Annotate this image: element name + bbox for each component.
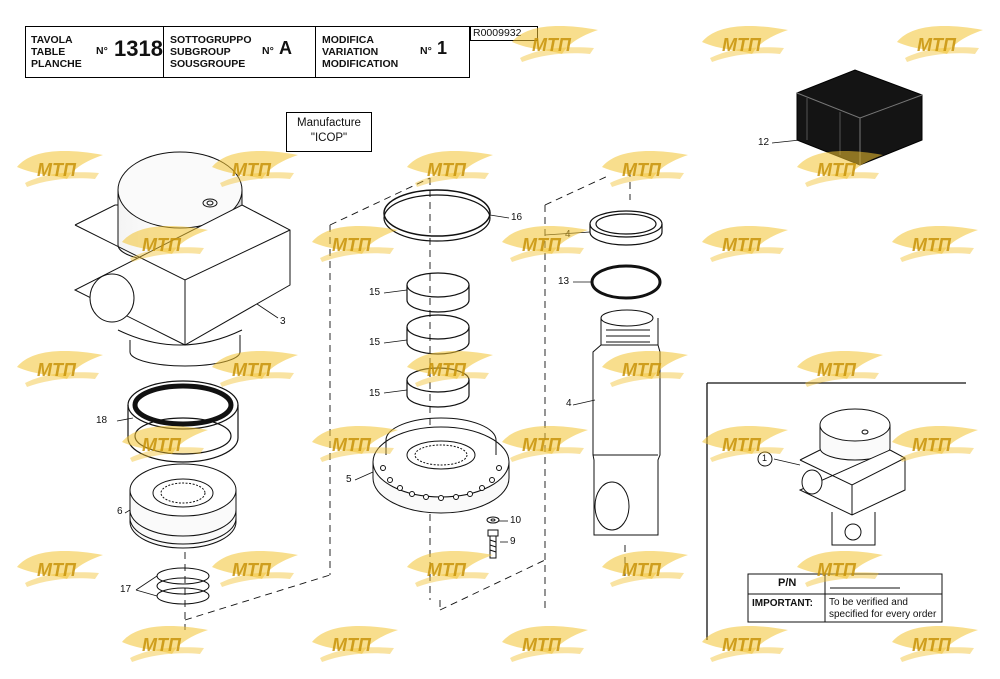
part-13-oring bbox=[590, 264, 662, 300]
subgroup-labels: SOTTOGRUPPO SUBGROUP SOUSGROUPE bbox=[170, 34, 252, 70]
part-16-ring bbox=[383, 189, 491, 242]
callout-17: 17 bbox=[120, 584, 132, 595]
pn-label: P/N bbox=[778, 577, 797, 589]
callout-6: 6 bbox=[117, 506, 123, 517]
part-17-orings bbox=[156, 567, 210, 605]
header-block bbox=[25, 26, 470, 78]
table-labels: TAVOLA TABLE PLANCHE bbox=[31, 34, 82, 70]
reference-code: R0009932 bbox=[473, 27, 522, 39]
part-5-flange bbox=[372, 417, 510, 514]
inset-frame bbox=[706, 382, 966, 640]
part-3-swivel-body bbox=[73, 151, 291, 367]
callout-9: 9 bbox=[510, 536, 516, 547]
header-divider-1 bbox=[163, 26, 164, 78]
callout-4-ring: 4 bbox=[565, 229, 571, 240]
dashed-guides bbox=[184, 170, 631, 630]
header-divider-2 bbox=[315, 26, 316, 78]
manufacture-box bbox=[286, 112, 372, 152]
callout-15-bottom: 15 bbox=[369, 388, 381, 399]
callout-13: 13 bbox=[558, 276, 570, 287]
part-10-washer bbox=[486, 516, 500, 524]
manufacture-label: Manufacture "ICOP" bbox=[297, 117, 361, 144]
callout-15-mid: 15 bbox=[369, 337, 381, 348]
part-18-seal bbox=[127, 380, 239, 463]
callout-15-top: 15 bbox=[369, 287, 381, 298]
callout-18: 18 bbox=[96, 415, 108, 426]
part-9-bolt bbox=[487, 529, 499, 559]
modification-no-prefix: N° bbox=[420, 45, 432, 57]
inset-table-grid bbox=[747, 573, 943, 623]
part-6-cap bbox=[129, 463, 237, 549]
callout-10: 10 bbox=[510, 515, 522, 526]
flange-bolt-holes bbox=[380, 465, 502, 501]
part-4-pin bbox=[592, 309, 661, 536]
table-no-prefix: N° bbox=[96, 45, 108, 57]
subgroup-no-prefix: N° bbox=[262, 45, 274, 57]
table-number: 1318 bbox=[114, 36, 163, 61]
callout-3: 3 bbox=[280, 316, 286, 327]
important-text: To be verified and specified for every o… bbox=[829, 597, 937, 620]
part-15-rings bbox=[406, 272, 470, 408]
modification-number: 1 bbox=[437, 38, 448, 58]
callout-5: 5 bbox=[346, 474, 352, 485]
part-12-box bbox=[796, 69, 923, 166]
part-1-assembly bbox=[798, 408, 906, 546]
callout-16: 16 bbox=[511, 212, 523, 223]
subgroup-number: A bbox=[279, 38, 292, 58]
part-4-top-ring bbox=[589, 210, 663, 246]
callout-4-pin: 4 bbox=[566, 398, 572, 409]
modification-labels: MODIFICA VARIATION MODIFICATION bbox=[322, 34, 399, 70]
important-label: IMPORTANT: bbox=[752, 598, 813, 609]
callout-12: 12 bbox=[758, 137, 770, 148]
callout-1: 1 bbox=[762, 453, 768, 463]
